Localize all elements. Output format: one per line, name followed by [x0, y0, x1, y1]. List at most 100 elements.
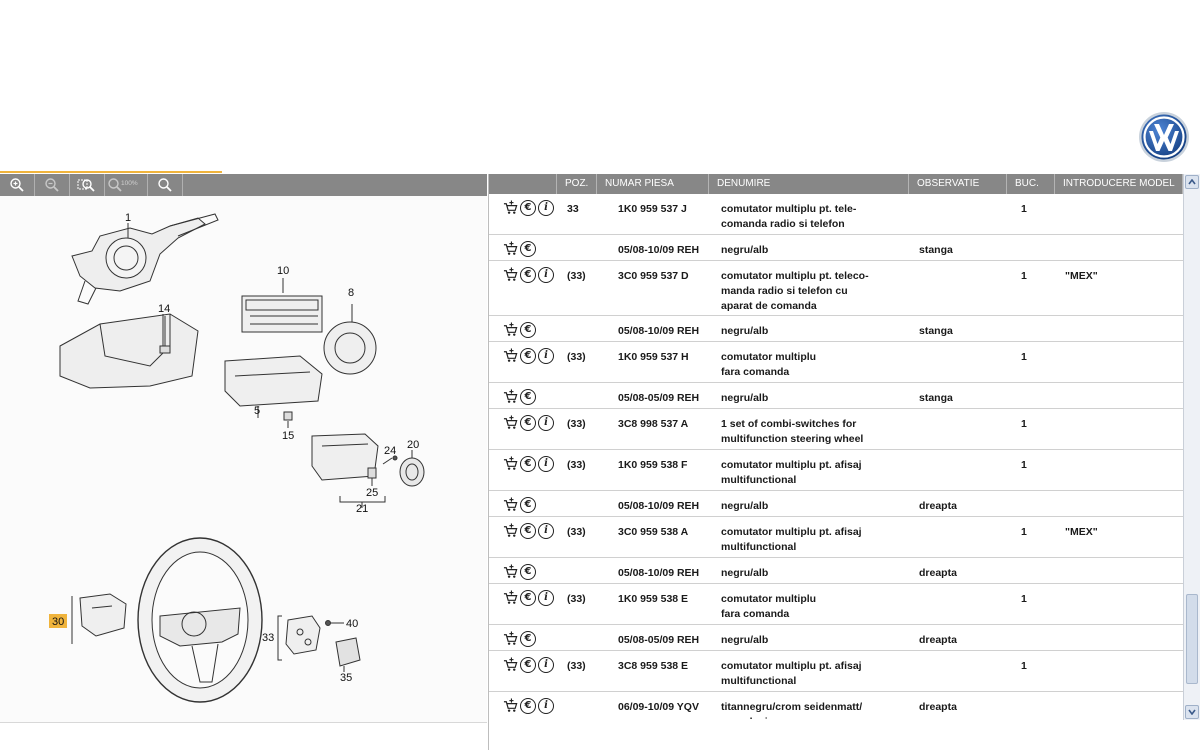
callout-1[interactable]: 1: [125, 212, 131, 224]
euro-icon[interactable]: €: [520, 348, 536, 364]
euro-icon[interactable]: €: [520, 590, 536, 606]
combi-switch-part[interactable]: [71, 213, 219, 305]
cart-icon[interactable]: [503, 698, 518, 713]
info-icon[interactable]: i: [538, 523, 554, 539]
zoom-100-button[interactable]: 100%: [105, 174, 148, 196]
cart-icon[interactable]: [503, 497, 518, 512]
scroll-down-button[interactable]: [1185, 705, 1199, 719]
cart-icon[interactable]: [503, 415, 518, 430]
scroll-thumb[interactable]: [1186, 594, 1198, 684]
header-denumire[interactable]: DENUMIRE: [709, 174, 909, 194]
cart-icon[interactable]: [503, 523, 518, 538]
switch-33-part[interactable]: [277, 615, 321, 661]
callout-35[interactable]: 35: [340, 672, 352, 684]
cart-icon[interactable]: [503, 456, 518, 471]
clip-15-part[interactable]: [283, 411, 293, 428]
euro-icon[interactable]: €: [520, 456, 536, 472]
zoom-area-button[interactable]: [70, 174, 105, 196]
switch-35-part[interactable]: [335, 637, 361, 672]
callout-21[interactable]: 21: [356, 503, 368, 515]
header-introducere-model[interactable]: INTRODUCERE MODEL: [1055, 174, 1183, 194]
cart-icon[interactable]: [503, 348, 518, 363]
info-icon[interactable]: i: [538, 348, 554, 364]
euro-icon[interactable]: €: [520, 200, 536, 216]
info-icon[interactable]: i: [538, 590, 554, 606]
scroll-up-button[interactable]: [1185, 175, 1199, 189]
zoom-in-button[interactable]: [0, 174, 35, 196]
steering-wheel-part[interactable]: [137, 537, 263, 703]
euro-icon[interactable]: €: [520, 523, 536, 539]
screw-14-part[interactable]: [159, 316, 171, 354]
zoom-100-label: 100%: [121, 180, 138, 187]
table-scrollbar[interactable]: [1183, 174, 1200, 720]
cart-icon[interactable]: [503, 631, 518, 646]
euro-icon[interactable]: €: [520, 389, 536, 405]
info-icon[interactable]: i: [538, 200, 554, 216]
zoom-out-button[interactable]: [35, 174, 70, 196]
screw-40-part[interactable]: [325, 620, 345, 626]
callout-10[interactable]: 10: [277, 265, 289, 277]
euro-icon[interactable]: €: [520, 415, 536, 431]
switch-30-part[interactable]: [71, 593, 127, 644]
callout-40[interactable]: 40: [346, 618, 358, 630]
euro-icon[interactable]: €: [520, 497, 536, 513]
screw-24-part[interactable]: [382, 455, 398, 465]
header-observatie[interactable]: OBSERVATIE: [909, 174, 1007, 194]
cart-icon[interactable]: [503, 322, 518, 337]
callout-8[interactable]: 8: [348, 287, 354, 299]
callout-5[interactable]: 5: [254, 405, 260, 417]
euro-icon[interactable]: €: [520, 322, 536, 338]
euro-icon[interactable]: €: [520, 698, 536, 714]
callout-33[interactable]: 33: [262, 632, 274, 644]
column-shroud-part[interactable]: [59, 313, 199, 389]
horn-contact-20-part[interactable]: [399, 450, 425, 487]
parts-diagram[interactable]: 1 14 10 8 5 15 24 20 25 21 30 33 40 35: [0, 196, 487, 722]
callout-15[interactable]: 15: [282, 430, 294, 442]
cart-icon[interactable]: [503, 564, 518, 579]
cart-icon[interactable]: [503, 590, 518, 605]
search-button[interactable]: [148, 174, 183, 196]
cart-icon[interactable]: [503, 267, 518, 282]
header-poz[interactable]: POZ.: [557, 174, 597, 194]
cart-icon[interactable]: [503, 200, 518, 215]
header-buc[interactable]: BUC.: [1007, 174, 1055, 194]
euro-icon[interactable]: €: [520, 267, 536, 283]
euro-icon[interactable]: €: [520, 657, 536, 673]
nut-25-part[interactable]: [367, 467, 377, 486]
info-icon[interactable]: i: [538, 698, 554, 714]
euro-icon[interactable]: €: [520, 631, 536, 647]
callout-25[interactable]: 25: [366, 487, 378, 499]
cart-icon[interactable]: [503, 389, 518, 404]
cart-icon[interactable]: [503, 241, 518, 256]
header-numar-piesa[interactable]: NUMAR PIESA: [597, 174, 709, 194]
info-icon[interactable]: i: [538, 267, 554, 283]
info-icon[interactable]: i: [538, 456, 554, 472]
callout-20[interactable]: 20: [407, 439, 419, 451]
clockspring-part[interactable]: [323, 304, 377, 375]
euro-icon[interactable]: €: [520, 241, 536, 257]
cart-icon[interactable]: [503, 657, 518, 672]
callout-24[interactable]: 24: [384, 445, 396, 457]
euro-icon[interactable]: €: [520, 564, 536, 580]
callout-30[interactable]: 30: [52, 616, 64, 628]
control-module-5-part[interactable]: [224, 355, 323, 418]
control-module-10-part[interactable]: [241, 278, 323, 333]
callout-14[interactable]: 14: [158, 303, 170, 315]
info-icon[interactable]: i: [538, 657, 554, 673]
info-icon[interactable]: i: [538, 415, 554, 431]
